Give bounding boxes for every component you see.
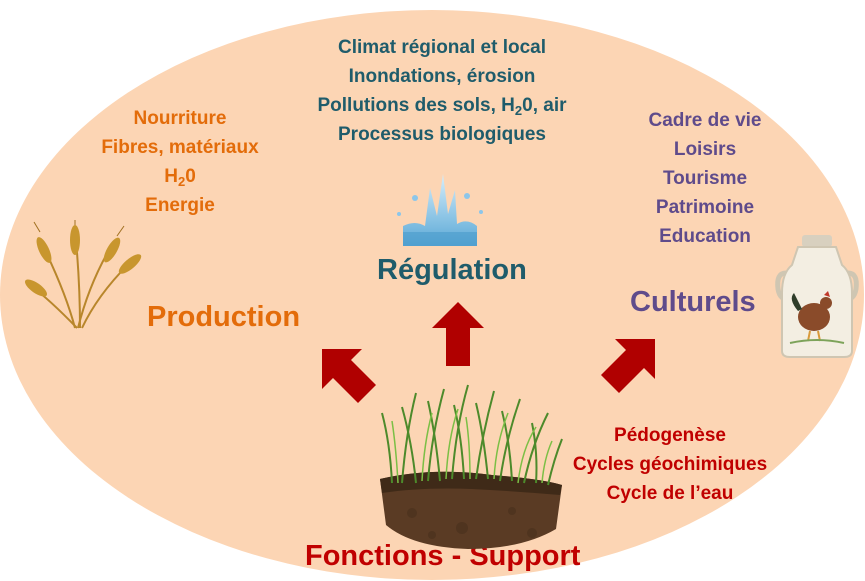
cultural-item-tourism: Tourisme	[662, 168, 748, 189]
cultural-services-list: Cadre de vie Loisirs Tourisme Patrimoine…	[630, 106, 780, 251]
support-item-geochemical: Cycles géochimiques	[572, 454, 768, 475]
wheat-icon	[24, 220, 142, 329]
regulation-item-pollution: Pollutions des sols, H20, air	[317, 95, 567, 118]
arrow-up-left-icon	[322, 349, 376, 403]
production-title: Production	[147, 301, 301, 333]
support-item-water-cycle: Cycle de l’eau	[606, 483, 734, 504]
cultural-item-heritage: Patrimoine	[655, 197, 755, 218]
regulation-title: Régulation	[377, 254, 527, 286]
production-item-water: H20	[164, 166, 196, 189]
cultural-item-education: Education	[659, 226, 751, 247]
production-item-energy: Energie	[145, 195, 215, 216]
regulation-services-list: Climat régional et local Inondations, ér…	[297, 33, 587, 149]
regulation-item-climate: Climat régional et local	[338, 37, 546, 58]
production-services-list: Nourriture Fibres, matériaux H20 Energie	[60, 104, 300, 220]
cultural-title: Culturels	[630, 286, 756, 318]
grass-soil-icon	[380, 384, 563, 549]
support-item-pedogenesis: Pédogenèse	[614, 425, 726, 446]
cultural-item-living: Cadre de vie	[648, 110, 762, 131]
regulation-item-biological: Processus biologiques	[338, 124, 546, 145]
arrow-up-right-icon	[601, 339, 655, 393]
milk-jug-icon	[775, 235, 859, 358]
regulation-item-floods: Inondations, érosion	[348, 66, 536, 87]
cultural-item-leisure: Loisirs	[673, 139, 737, 160]
support-functions-list: Pédogenèse Cycles géochimiques Cycle de …	[545, 421, 795, 508]
arrow-up-icon	[432, 302, 484, 366]
water-splash-icon	[397, 174, 483, 246]
production-item-food: Nourriture	[133, 108, 227, 129]
production-item-fibres: Fibres, matériaux	[101, 137, 259, 158]
